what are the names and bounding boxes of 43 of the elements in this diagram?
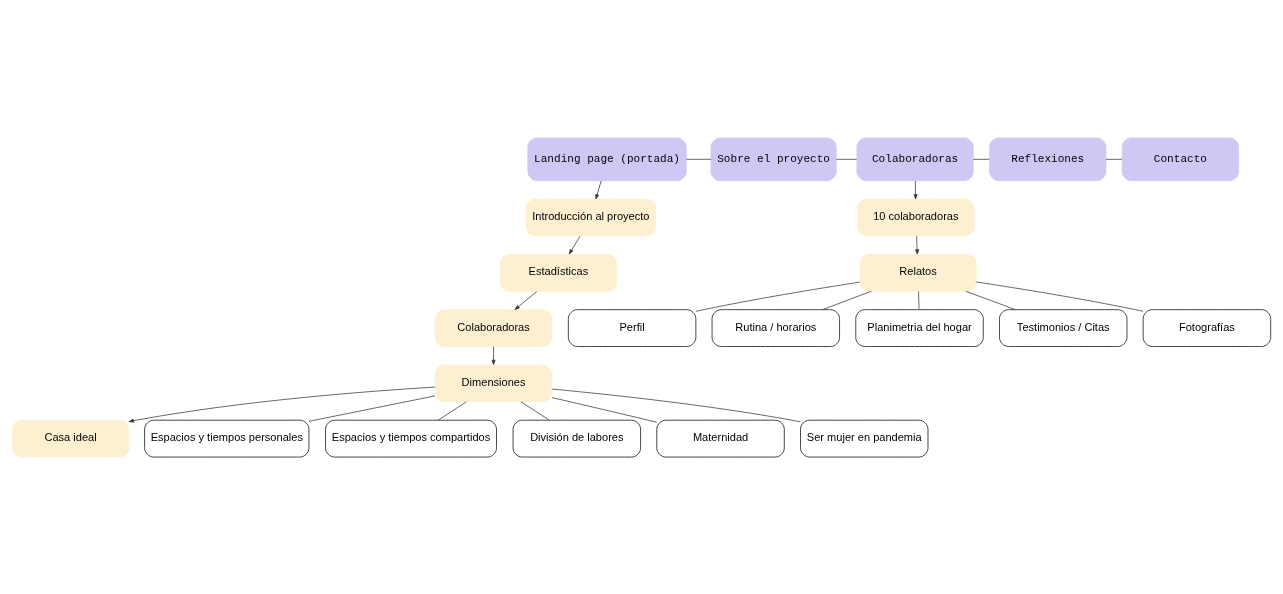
node-box: Landing page (portada) xyxy=(527,137,687,181)
node-box: Casa ideal xyxy=(11,419,130,457)
node-box: Introducción al proyecto xyxy=(525,198,657,236)
node-box: Estadísticas xyxy=(499,253,617,292)
connector xyxy=(437,401,467,420)
node-box: Relatos xyxy=(859,253,977,292)
connector xyxy=(965,290,1016,310)
node-box: División de labores xyxy=(512,419,641,457)
node-box: Reflexiones xyxy=(989,137,1107,181)
node-box: Rutina / horarios xyxy=(711,308,840,347)
arrow xyxy=(915,235,920,254)
connector xyxy=(1105,158,1123,160)
node-box: Testimonios / Citas xyxy=(999,308,1128,347)
arrow xyxy=(568,235,581,254)
node-box: 10 colaboradoras xyxy=(857,198,975,236)
connector xyxy=(973,158,990,160)
node-box: Dimensiones xyxy=(434,364,553,402)
arrow xyxy=(128,386,436,423)
node-box: Espacios y tiempos personales xyxy=(144,419,310,457)
connector xyxy=(686,158,712,160)
connector xyxy=(976,281,1144,312)
arrow xyxy=(913,180,918,199)
connector xyxy=(695,281,861,312)
node-box: Planimetria del hogar xyxy=(855,308,984,347)
arrow xyxy=(491,345,496,365)
node-box: Contacto xyxy=(1121,137,1239,181)
connector xyxy=(918,290,920,310)
node-box: Perfil xyxy=(568,308,697,347)
node-box: Colaboradoras xyxy=(856,137,974,181)
node-box: Sobre el proyecto xyxy=(710,137,837,181)
connector xyxy=(551,396,658,423)
connector xyxy=(308,395,436,422)
node-box: Ser mujer en pandemia xyxy=(800,419,929,457)
node-box: Espacios y tiempos compartidos xyxy=(325,419,497,457)
node-box: Colaboradoras xyxy=(434,308,553,347)
connector xyxy=(551,388,801,422)
node-box: Fotografías xyxy=(1142,308,1272,347)
node-box: Maternidad xyxy=(656,419,785,457)
arrow xyxy=(514,290,538,310)
connector xyxy=(835,158,857,160)
connector xyxy=(822,290,872,310)
arrow xyxy=(595,180,602,199)
connector xyxy=(520,401,550,420)
